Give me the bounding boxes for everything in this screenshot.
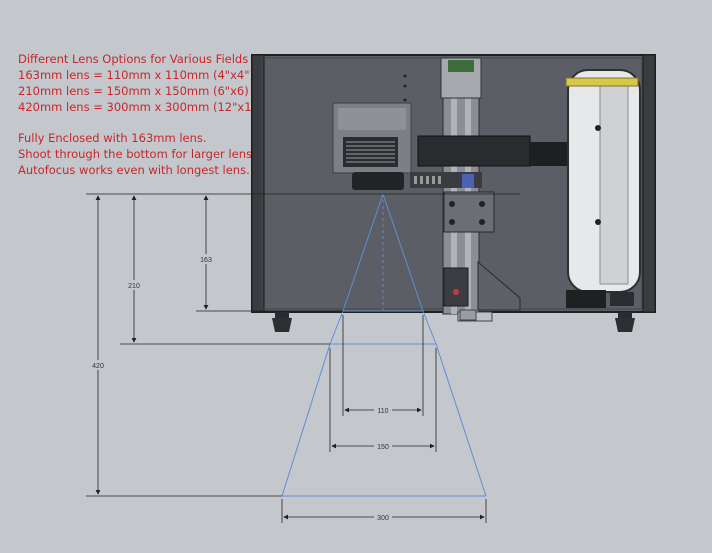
lens-option-210: 210mm lens = 150mm x 150mm (6"x6) [18,84,249,98]
dimension-110-label: 110 [377,408,388,415]
dimension-420-label: 420 [92,363,104,370]
laser-source [410,135,590,188]
galvo-head [332,102,412,190]
shoot-through-note: Shoot through the bottom for larger lens… [18,147,256,161]
dimension-163-label: 163 [200,257,212,264]
reference-lines [86,193,520,497]
lens-options-heading: Different Lens Options for Various Field… [18,52,249,66]
foot-left [272,312,292,332]
beam-cone [281,193,487,497]
side-panel [565,69,641,308]
dimension-150-label: 150 [377,444,389,451]
z-axis-rail [440,57,521,322]
enclosed-note: Fully Enclosed with 163mm lens. [18,131,207,145]
lens-option-420: 420mm lens = 300mm x 300mm (12"x12") [18,100,269,114]
bracket-part [459,309,477,321]
lens-option-163: 163mm lens = 110mm x 110mm (4"x4") [18,68,254,82]
autofocus-note: Autofocus works even with longest lens. [18,163,250,177]
foot-right [615,312,635,332]
dimension-210-label: 210 [128,283,140,290]
dimension-300-label: 300 [377,515,389,522]
